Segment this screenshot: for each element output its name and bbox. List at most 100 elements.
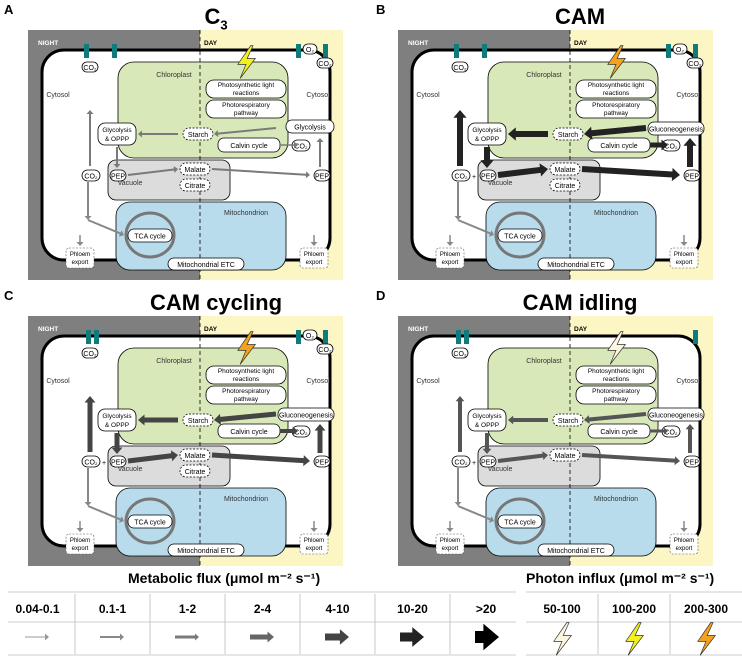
co2-night-box-label: CO₂ — [454, 460, 468, 467]
arrow-phloem-night — [76, 521, 84, 532]
cytosol-label-night: Cytosol — [416, 378, 440, 385]
phloem-export-day — [299, 247, 329, 269]
citrate-box — [179, 178, 211, 192]
o2-top-day — [302, 329, 318, 341]
phloem-export-day — [299, 533, 329, 555]
tca-cycle-box-label: TCA cycle — [134, 234, 166, 241]
flux-legend-arrow-2 — [100, 633, 124, 641]
phloem-night-label-2: export — [442, 260, 459, 266]
co2-top-night — [81, 61, 99, 73]
cytosol-label-day: Cytosol — [676, 92, 700, 99]
phloem-export-day — [669, 533, 699, 555]
arrow-gluconeo-to-starch — [214, 411, 277, 425]
flux-legend-title: Metabolic flux (μmol m⁻² s⁻¹) — [128, 570, 321, 586]
cytosol-label-day: Cytosol — [676, 378, 700, 385]
arrow-malate-to-pep — [581, 453, 680, 466]
flux-bin-5: 4-10 — [325, 602, 350, 616]
glycolysis-label-2: & OPPP — [475, 422, 499, 429]
glycolysis-label-1: Glycolysis — [472, 127, 502, 134]
starch-box-label: Starch — [558, 418, 578, 425]
arrow-malate-to-pep — [211, 168, 310, 179]
stomata-channel-day-1 — [323, 330, 328, 344]
light-reactions-label-2: reactions — [233, 376, 260, 383]
photon-bin-2: 100-200 — [611, 602, 657, 616]
arrow-phloem-day — [680, 235, 688, 246]
stomata-channel-day-1 — [323, 44, 328, 58]
photorespiration-label-2: pathway — [604, 110, 629, 117]
night-label: NIGHT — [408, 326, 428, 333]
co2-top-night — [451, 347, 469, 359]
gluconeogenesis-box — [277, 407, 335, 422]
photorespiration-label-2: pathway — [604, 396, 629, 403]
citrate-box — [549, 178, 581, 192]
flux-legend-arrow-1 — [25, 633, 49, 641]
malate-box-label: Malate — [554, 167, 575, 174]
photorespiration-box — [575, 99, 657, 119]
photon-bin-3: 200-300 — [683, 602, 729, 616]
pep-day-box-label: PEP — [315, 174, 329, 181]
co2-top-night — [81, 347, 99, 359]
photorespiration-label-1: Photorespiratory — [592, 102, 640, 109]
photon-bolt-low-icon — [553, 622, 573, 656]
light-reactions-label-2: reactions — [233, 90, 260, 97]
arrow-pep-to-malate — [497, 451, 548, 463]
arrow-calvin-co2 — [650, 427, 668, 435]
pep-day-box-label: PEP — [685, 174, 699, 181]
photorespiration-box — [575, 385, 657, 405]
phloem-export-night — [435, 247, 465, 269]
arrow-to-tca — [457, 219, 494, 237]
citrate-box-label: Citrate — [185, 183, 206, 190]
pep-night-box — [479, 455, 497, 468]
starch-box — [182, 413, 214, 427]
citrate-box — [179, 464, 211, 478]
stomata-channel-day-1 — [693, 44, 698, 58]
night-label: NIGHT — [38, 326, 58, 333]
light-bolt-icon — [607, 45, 627, 79]
starch-box-label: Starch — [558, 132, 578, 139]
arrow-starch-to-glycolysis — [138, 130, 178, 138]
gluconeogenesis-box — [647, 407, 705, 422]
tca-cycle-box — [497, 228, 543, 243]
phloem-day-label-2: export — [306, 260, 323, 266]
pep-day-box — [313, 455, 331, 468]
cytosol-label-night: Cytosol — [46, 92, 70, 99]
stomata-channel-night-0 — [84, 44, 89, 58]
flux-legend — [8, 591, 516, 656]
stomata-channel-day-1 — [693, 330, 698, 344]
panel-title-cam: CAM — [554, 4, 606, 29]
co2-top-day-label: CO₂ — [318, 61, 332, 68]
light-reactions-label-1: Photosynthetic light — [588, 82, 645, 89]
malate-box-label: Malate — [184, 167, 205, 174]
arrow-phloem-night — [446, 521, 454, 532]
co2-top-night-label: CO₂ — [83, 65, 97, 72]
day-label: DAY — [204, 40, 218, 47]
glycolysis-box — [467, 408, 507, 432]
malate-box — [179, 448, 211, 462]
stomata-channel-night-0 — [456, 330, 461, 344]
pep-day-box — [683, 169, 701, 182]
o2-top-day-label: O₂ — [306, 47, 314, 54]
starch-box-label: Starch — [188, 132, 208, 139]
stomata-channel-night-1 — [464, 330, 469, 344]
night-label: NIGHT — [408, 40, 428, 47]
co2-day-box-label: CO₂ — [294, 430, 308, 437]
co2-night-box-label: CO₂ — [454, 174, 468, 181]
arrow-glycolysis-to-pep — [113, 147, 121, 168]
arrow-pep-to-malate — [127, 450, 178, 464]
day-label: DAY — [204, 326, 218, 333]
photorespiration-box — [205, 99, 287, 119]
co2-day-box-label: CO₂ — [664, 144, 678, 151]
mitochondrion-label: Mitochondrion — [594, 496, 638, 503]
vacuole-label: Vacuole — [118, 180, 143, 187]
flux-bin-4: 2-4 — [253, 602, 272, 616]
phloem-night-label-1: Phloem — [440, 252, 460, 258]
arrow-to-tca — [87, 219, 124, 237]
arrow-co2-to-mito — [84, 468, 92, 506]
night-label: NIGHT — [38, 40, 58, 47]
flux-legend-arrow-6 — [400, 627, 424, 647]
pep-day-box-label: PEP — [315, 460, 329, 467]
photorespiration-label-1: Photorespiratory — [592, 388, 640, 395]
mitochondrion-label: Mitochondrion — [224, 210, 268, 217]
